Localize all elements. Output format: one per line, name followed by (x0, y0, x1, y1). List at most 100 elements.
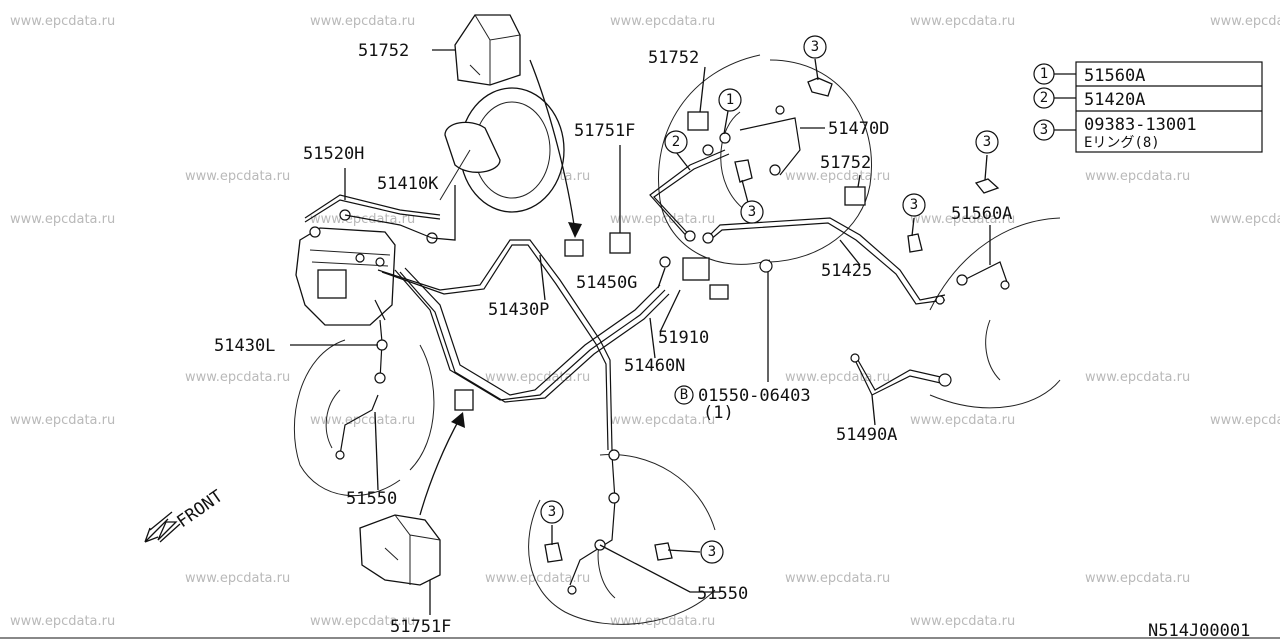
actuator-ports (309, 249, 391, 267)
pipe-51410K (344, 214, 433, 239)
pipe-51430P (377, 239, 613, 451)
watermark: www.epcdata.ru (1210, 212, 1280, 227)
pipe-front-right (649, 149, 726, 241)
watermark: www.epcdata.ru (1210, 14, 1280, 29)
watermark: www.epcdata.ru (1085, 571, 1190, 586)
front-indicator: FRONT (144, 486, 227, 543)
watermark: www.epcdata.ru (610, 614, 715, 629)
hose-fitting (374, 372, 386, 384)
hose-51560A (959, 261, 1009, 286)
rear-right-drum-lower (929, 379, 1061, 409)
leader (649, 317, 656, 359)
hose-fitting (1000, 280, 1010, 290)
pipe-51460N (394, 269, 666, 401)
pipe-fitting (935, 295, 945, 305)
label-51425: 51425 (821, 261, 872, 281)
legend-table: 1 51560A 2 51420A 3 09383-13001 Eリング(8) (1033, 61, 1263, 153)
arrows (419, 59, 582, 516)
watermark: www.epcdata.ru (610, 413, 715, 428)
leader (675, 151, 691, 171)
hose-51470D (739, 117, 801, 176)
legend-part-1: 51560A (1084, 66, 1145, 86)
label-51430P: 51430P (488, 300, 549, 320)
watermark: www.epcdata.ru (185, 370, 290, 385)
hose-fitting (608, 492, 620, 504)
pipe-fitting (659, 256, 671, 268)
legend-part-3: 09383-13001 (1084, 115, 1197, 135)
e-ring-clip (654, 542, 673, 561)
watermark: www.epcdata.ru (910, 212, 1015, 227)
label-51470D: 51470D (828, 119, 889, 139)
leader (814, 58, 819, 81)
label-51752: 51752 (648, 48, 699, 68)
leader (539, 254, 546, 301)
junction-51910 (682, 257, 710, 281)
watermark: www.epcdata.ru (185, 571, 290, 586)
label-51460N: 51460N (624, 356, 685, 376)
clip-51752-top-right (687, 111, 709, 131)
watermark: www.epcdata.ru (785, 169, 890, 184)
clip-51752-large-detail (469, 14, 521, 85)
master-cylinder (444, 121, 501, 173)
pipe-51450G (404, 267, 661, 396)
legend-note-3: Eリング(8) (1084, 135, 1160, 151)
watermark: www.epcdata.ru (310, 614, 415, 629)
label-51520H: 51520H (303, 144, 364, 164)
pipe-front-right-2 (653, 153, 730, 241)
pipe-51520H-2 (304, 199, 441, 223)
legend-frame (1075, 61, 1263, 153)
label-51550: 51550 (697, 584, 748, 604)
bolt-callout-b (674, 385, 694, 405)
clip-51752-large (454, 14, 521, 86)
front-label: FRONT (173, 486, 226, 532)
watermark: www.epcdata.ru (1085, 169, 1190, 184)
hose-fitting (775, 105, 785, 115)
brake-booster (439, 87, 565, 213)
watermark: www.epcdata.ru (910, 14, 1015, 29)
pipe-51425 (709, 217, 946, 301)
front-right-disc-rim (769, 59, 872, 263)
arrow-head (568, 222, 582, 238)
leader (657, 267, 666, 289)
hose-fitting (769, 164, 781, 176)
front-left-disc-rim (409, 344, 435, 471)
e-ring-clip (734, 159, 753, 183)
pipe-51460N-2 (399, 271, 670, 403)
clip-51752-small (564, 239, 584, 257)
leader (984, 154, 988, 181)
leader (667, 549, 701, 553)
bolt-01550 (759, 259, 773, 273)
hose-fitting (567, 585, 577, 595)
port-fitting (309, 226, 321, 238)
legend-part-2: 51420A (1084, 90, 1145, 110)
pipe-fitting (850, 353, 860, 363)
front-arrow-body (149, 511, 181, 543)
label-51910: 51910 (658, 328, 709, 348)
clip-51751F-left (454, 389, 474, 411)
hose-fitting (335, 450, 345, 460)
watermark: www.epcdata.ru (610, 212, 715, 227)
watermark: www.epcdata.ru (310, 413, 415, 428)
leader (374, 411, 379, 491)
junction-bracket (709, 284, 729, 300)
watermark: www.epcdata.ru (10, 212, 115, 227)
front-left-disc (293, 339, 401, 497)
legend-marker-2-label: 2 (1040, 90, 1048, 106)
pipe-rear-left (569, 454, 616, 586)
pipe-fitting (938, 373, 952, 387)
callout-3 (740, 200, 764, 224)
callout-3-label: 3 (983, 134, 991, 150)
watermark: www.epcdata.ru (785, 370, 890, 385)
callout-2 (664, 130, 688, 154)
label-51450G: 51450G (576, 273, 637, 293)
leader-lines (290, 49, 991, 615)
legend-marker-1-label: 1 (1040, 66, 1048, 82)
watermark: www.epcdata.ru (10, 14, 115, 29)
label-51550: 51550 (346, 489, 397, 509)
pipe-fitting (719, 132, 731, 144)
pipe-51430P-2 (381, 244, 609, 451)
pipe-51430L-top (374, 299, 386, 321)
leader (431, 185, 456, 241)
